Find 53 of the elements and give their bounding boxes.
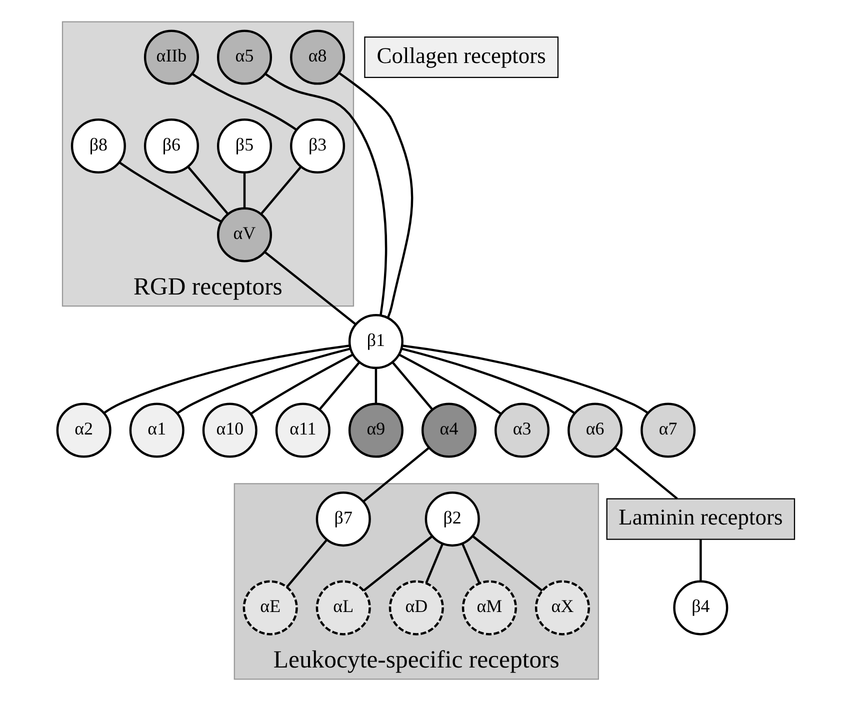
node-circle: αV (216, 207, 272, 262)
node-circle: α1 (128, 402, 184, 458)
node-circle: α10 (202, 402, 257, 458)
connector (472, 536, 542, 592)
connector (391, 362, 433, 410)
connector (191, 72, 296, 131)
node-circle: αE (242, 580, 298, 636)
connector (260, 166, 302, 215)
connector (250, 354, 353, 415)
node-circle: β1 (348, 314, 403, 370)
node-circle: α9 (348, 402, 403, 458)
connector (176, 348, 350, 414)
connector (401, 344, 648, 414)
node-box: Laminin receptors (606, 498, 795, 540)
connector (614, 446, 678, 500)
connector (264, 72, 387, 316)
connector (318, 362, 360, 410)
node-box: Collagen receptors (364, 36, 558, 78)
node-circle: β3 (290, 118, 345, 174)
node-circle: α2 (56, 402, 111, 458)
node-circle: α6 (567, 402, 622, 458)
node-circle: α7 (640, 402, 696, 458)
connector (362, 446, 430, 502)
connector (374, 368, 377, 404)
connector (242, 172, 246, 208)
node-circle: αIIb (143, 30, 198, 85)
node-circle: β8 (70, 118, 126, 174)
node-circle: β2 (424, 492, 480, 547)
connector (186, 166, 228, 215)
node-circle: β6 (143, 118, 198, 174)
connector (400, 348, 575, 414)
node-circle: α5 (216, 30, 272, 85)
node-circle: αX (534, 580, 590, 636)
node-circle: β5 (216, 118, 272, 174)
connector (424, 543, 444, 584)
connector (699, 539, 702, 582)
connector (102, 344, 350, 414)
connector (286, 539, 328, 588)
connector (398, 354, 502, 415)
node-circle: α4 (420, 402, 476, 458)
connector (460, 543, 480, 584)
node-circle: β4 (672, 580, 728, 636)
connector (264, 251, 356, 325)
connector (362, 536, 432, 592)
connector (118, 162, 222, 223)
node-circle: αM (461, 580, 516, 636)
connector (338, 72, 413, 318)
node-circle: α3 (494, 402, 550, 458)
node-circle: α11 (274, 402, 330, 458)
node-circle: αD (388, 580, 444, 636)
node-circle: αL (315, 580, 370, 636)
node-circle: β7 (315, 492, 370, 547)
node-circle: α8 (290, 30, 345, 85)
